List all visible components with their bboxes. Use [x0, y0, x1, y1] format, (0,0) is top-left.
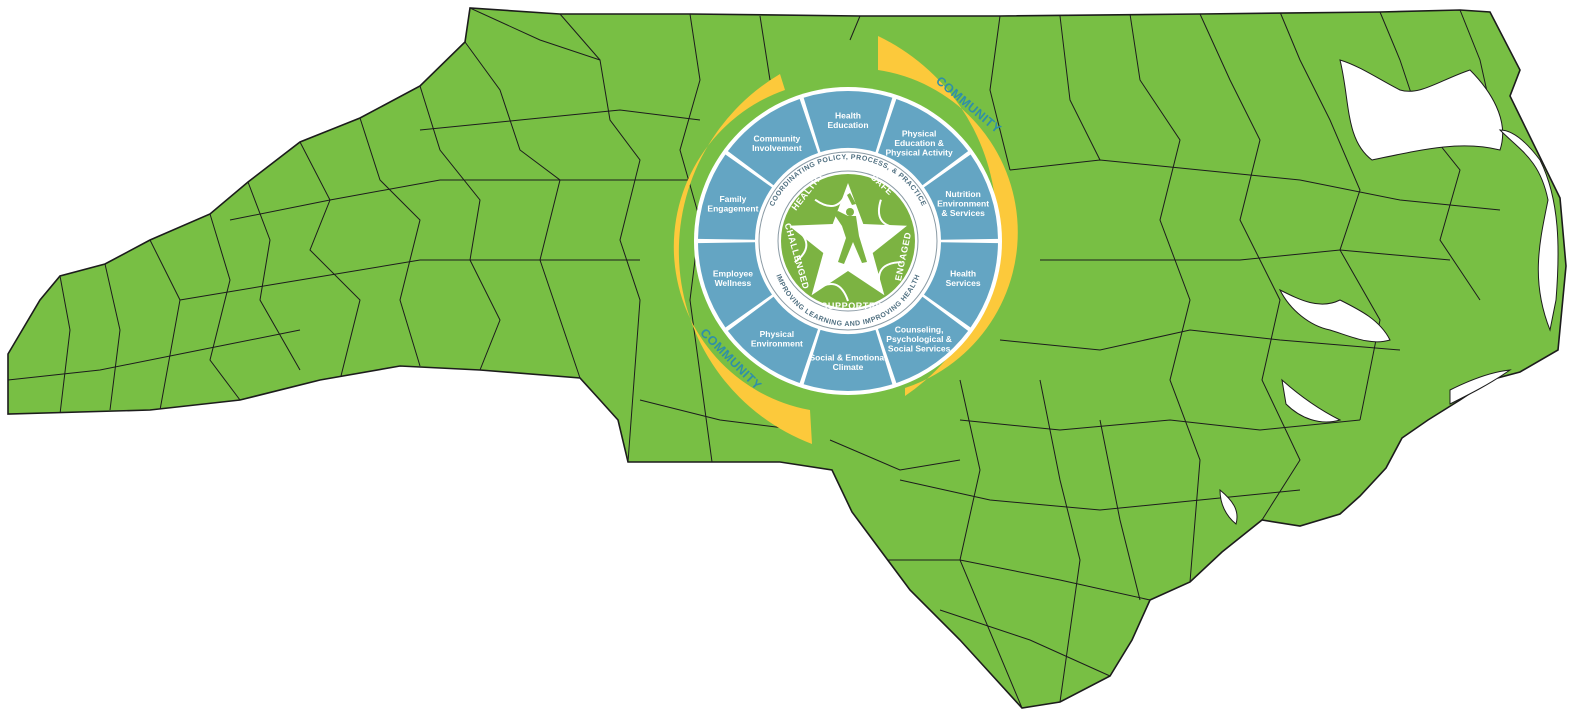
- county-line: [469, 8, 641, 463]
- wheel-segment: [923, 242, 998, 328]
- wheel-segment: [698, 154, 773, 240]
- wheel-segment: [727, 296, 819, 383]
- county-line: [209, 213, 241, 401]
- county-line: [1279, 11, 1381, 421]
- county-line: [959, 419, 1361, 431]
- wheel-segment-label-line: Family: [719, 194, 746, 204]
- inner-ring-line-outer: [758, 151, 938, 331]
- wheel-segment-label-line: Services: [946, 278, 981, 288]
- county-line: [359, 117, 421, 367]
- county-line: [639, 399, 801, 431]
- jumping-figure-icon: [834, 193, 867, 264]
- wheel-segment-label-line: Community: [754, 133, 801, 143]
- county-line: [464, 41, 581, 379]
- county-line: [1059, 15, 1101, 161]
- wheel-segment: [803, 329, 893, 391]
- wheel-segment-label-line: Involvement: [752, 143, 802, 153]
- coastal-sounds: [1219, 59, 1559, 525]
- wheel-segment: [803, 91, 893, 153]
- community-arc-left: [673, 74, 812, 444]
- wheel-segment: [923, 154, 998, 240]
- county-line: [1040, 249, 1451, 261]
- county-line: [1199, 13, 1301, 521]
- county-line: [999, 329, 1401, 351]
- wheel-segment-label-line: Engagement: [707, 203, 758, 213]
- inner-ring-line-inner: [777, 170, 919, 312]
- county-line: [8, 329, 301, 381]
- wheel-segment: [698, 242, 773, 328]
- wheel-segment-label-line: Counseling,: [895, 324, 944, 334]
- wheel-segment-label-line: Environment: [937, 199, 989, 209]
- county-line: [299, 141, 361, 381]
- county-line: [899, 479, 1301, 511]
- wheel-segment-label-line: & Services: [941, 208, 985, 218]
- wheel-segment-label-line: Climate: [833, 362, 864, 372]
- wheel-segment-label-line: Physical Activity: [885, 148, 953, 158]
- county-line: [759, 15, 771, 81]
- county-line: [104, 263, 121, 411]
- wheel-segment: [727, 99, 819, 186]
- wheel-segment-label: Counseling,Psychological &Social Service…: [886, 324, 952, 353]
- county-line: [59, 275, 71, 415]
- wheel-segment-label-line: Nutrition: [945, 189, 980, 199]
- county-line: [989, 15, 1011, 171]
- wheel-segment-label-line: Physical: [902, 129, 937, 139]
- county-boundaries: [8, 8, 1501, 708]
- wheel-segment-label-line: Wellness: [715, 278, 752, 288]
- wheel-segment-label-line: Health: [950, 269, 976, 279]
- wheel-segment-label-line: Social & Emotional: [810, 352, 887, 362]
- county-line: [559, 13, 601, 61]
- wheel-segment-label-line: Employee: [713, 269, 753, 279]
- county-line: [1039, 379, 1081, 703]
- wheel-segment-label-line: Education &: [894, 138, 944, 148]
- county-line: [829, 439, 961, 471]
- wheel-segment-label-line: Environment: [751, 339, 803, 349]
- county-line: [419, 85, 501, 371]
- wheel-segment-label-line: Health: [835, 110, 861, 120]
- county-line: [229, 179, 690, 221]
- county-line: [419, 109, 701, 131]
- county-line: [939, 609, 1111, 677]
- wheel-segment-label-line: Social Services: [888, 343, 951, 353]
- wheel-segment: [877, 296, 969, 383]
- wheel-segment-label-line: Psychological &: [886, 334, 952, 344]
- county-line: [1099, 419, 1141, 601]
- county-line: [849, 15, 861, 41]
- wheel-segment: [877, 99, 969, 186]
- county-line: [179, 259, 640, 301]
- wheel-segment-label-line: Physical: [760, 329, 795, 339]
- county-line: [959, 379, 1023, 708]
- wheel-segment-label-line: Education: [827, 120, 868, 130]
- county-line: [1009, 159, 1501, 211]
- star-word: SUPPORTED: [821, 301, 882, 311]
- county-line: [870, 559, 1151, 601]
- county-line: [247, 181, 301, 371]
